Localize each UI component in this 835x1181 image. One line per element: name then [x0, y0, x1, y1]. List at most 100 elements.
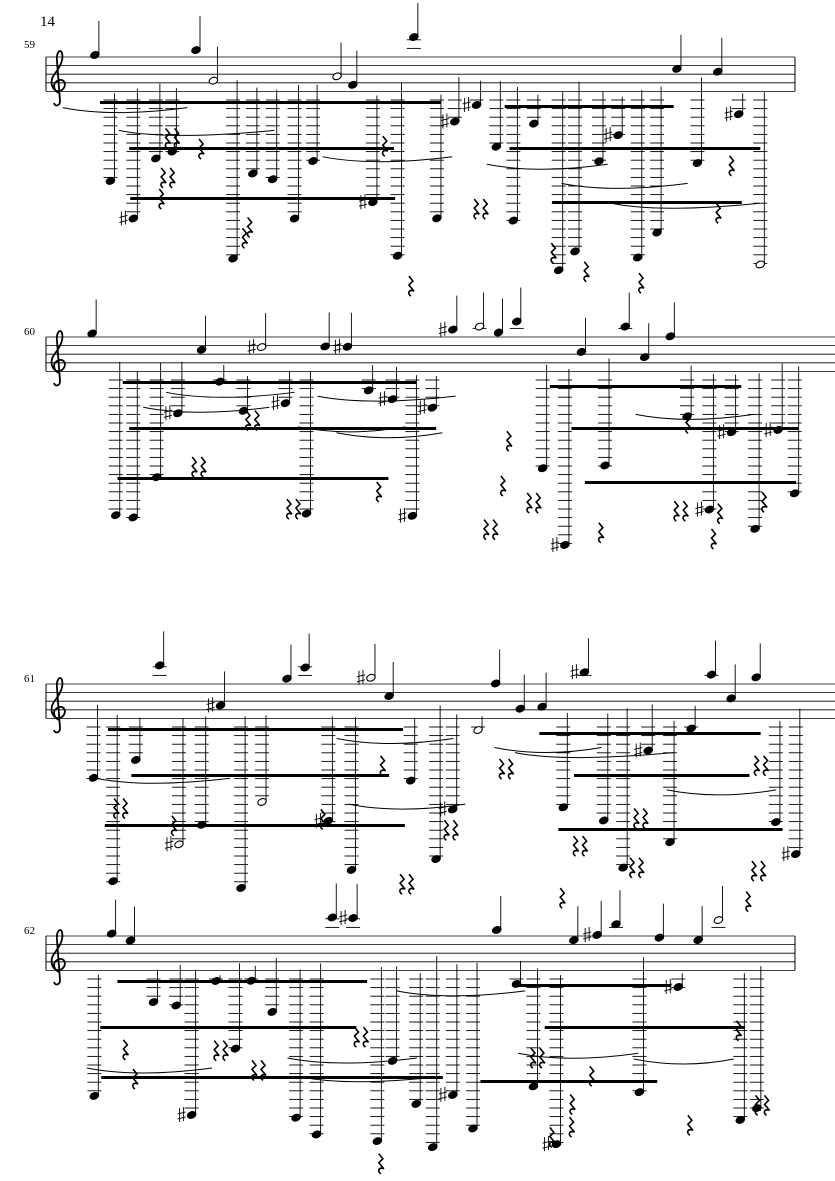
- sharp-icon: [664, 978, 673, 994]
- beam: [504, 105, 674, 108]
- quarter-rest-icon: [716, 503, 724, 525]
- quarter-rest-icon: [250, 1059, 258, 1082]
- quarter-rest-icon: [499, 475, 507, 497]
- quarter-rest-icon: [754, 1094, 762, 1117]
- quarter-rest-icon: [637, 857, 645, 879]
- quarter-rest-icon: [588, 1065, 596, 1087]
- measure-number-60: 60: [24, 326, 35, 338]
- quarter-rest-icon: [121, 797, 129, 820]
- beam: [571, 427, 799, 430]
- beam: [130, 197, 396, 200]
- beam: [101, 1076, 443, 1079]
- quarter-rest-icon: [507, 758, 515, 780]
- quarter-rest-icon: [583, 261, 590, 283]
- tie: [86, 1067, 213, 1074]
- quarter-rest-icon: [285, 498, 293, 520]
- quarter-rest-icon: [122, 1039, 129, 1061]
- measure-number-61: 61: [24, 673, 35, 685]
- sharp-icon: [570, 664, 579, 680]
- quarter-rest-icon: [443, 819, 450, 841]
- tie: [299, 1076, 438, 1083]
- tie: [287, 1057, 417, 1064]
- tie: [297, 426, 406, 433]
- tie: [165, 391, 295, 398]
- sharp-icon: [418, 399, 427, 415]
- quarter-rest-icon: [169, 167, 176, 189]
- quarter-rest-icon: [197, 138, 205, 160]
- beam: [539, 732, 761, 735]
- sharp-icon: [695, 501, 704, 517]
- sharp-icon: [438, 801, 447, 817]
- quarter-rest-icon: [684, 412, 692, 435]
- tie: [336, 432, 443, 439]
- quarter-rest-icon: [241, 227, 249, 249]
- sharp-icon: [271, 395, 280, 411]
- sharp-icon: [438, 321, 447, 337]
- beam: [558, 828, 783, 831]
- quarter-rest-icon: [763, 1094, 771, 1117]
- sharp-icon: [378, 391, 387, 407]
- beam: [104, 824, 405, 827]
- sharp-icon: [398, 507, 407, 523]
- quarter-rest-icon: [538, 1047, 546, 1069]
- beam: [552, 201, 742, 204]
- sharp-icon: [356, 669, 366, 685]
- beam: [100, 101, 441, 104]
- quarter-rest-icon: [362, 1026, 370, 1048]
- beam: [509, 147, 761, 150]
- tie: [494, 747, 602, 754]
- quarter-rest-icon: [191, 456, 198, 478]
- sharp-icon: [583, 926, 592, 942]
- tie: [62, 107, 188, 114]
- quarter-rest-icon: [259, 1059, 267, 1082]
- quarter-rest-icon: [710, 528, 718, 550]
- sharp-icon: [163, 405, 173, 421]
- quarter-rest-icon: [759, 860, 767, 882]
- quarter-rest-icon: [682, 500, 689, 522]
- sharp-icon: [717, 424, 726, 440]
- beam: [544, 1026, 745, 1029]
- sharp-icon: [438, 1086, 447, 1102]
- quarter-rest-icon: [633, 807, 640, 830]
- beam: [107, 728, 403, 731]
- beam: [117, 477, 389, 480]
- sharp-icon: [440, 113, 450, 129]
- quarter-rest-icon: [253, 410, 261, 432]
- tie: [486, 163, 608, 170]
- treble-clef-icon: [50, 50, 66, 107]
- beam: [129, 147, 394, 150]
- quarter-rest-icon: [753, 755, 761, 777]
- sharp-icon: [247, 339, 256, 355]
- beam: [129, 427, 437, 430]
- tie: [635, 413, 754, 420]
- quarter-rest-icon: [381, 135, 389, 157]
- sharp-icon: [764, 421, 773, 437]
- quarter-rest-icon: [244, 410, 252, 432]
- quarter-rest-icon: [569, 1094, 576, 1116]
- quarter-rest-icon: [379, 755, 387, 777]
- quarter-rest-icon: [529, 1047, 537, 1069]
- quarter-rest-icon: [319, 808, 327, 831]
- sharp-icon: [177, 1106, 186, 1122]
- treble-clef-icon: [50, 929, 66, 986]
- beam: [117, 980, 368, 983]
- quarter-rest-icon: [505, 430, 513, 452]
- beam: [574, 774, 750, 777]
- quarter-rest-icon: [597, 522, 605, 544]
- quarter-rest-icon: [158, 188, 165, 210]
- tie: [561, 182, 688, 189]
- quarter-rest-icon: [452, 819, 459, 841]
- beam: [516, 984, 672, 987]
- quarter-rest-icon: [398, 873, 406, 895]
- quarter-rest-icon: [642, 807, 649, 830]
- quarter-rest-icon: [550, 242, 557, 264]
- quarter-rest-icon: [735, 1020, 743, 1042]
- sharp-icon: [358, 194, 368, 210]
- quarter-rest-icon: [568, 1116, 576, 1138]
- sharp-icon: [164, 836, 174, 852]
- quarter-rest-icon: [715, 202, 722, 224]
- quarter-rest-icon: [294, 498, 302, 520]
- quarter-rest-icon: [581, 835, 589, 857]
- quarter-rest-icon: [160, 167, 167, 189]
